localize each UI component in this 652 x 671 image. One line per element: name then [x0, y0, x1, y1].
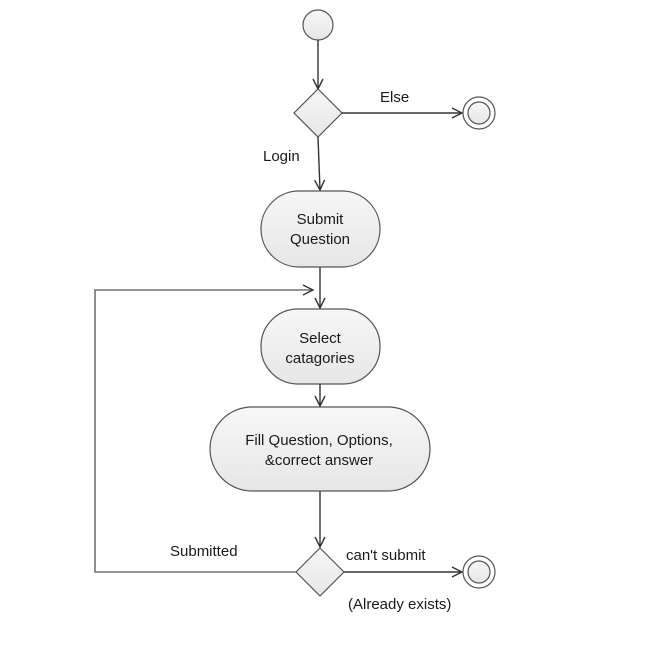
label-already-exists: (Already exists): [348, 596, 451, 613]
decision-node-login: [293, 88, 343, 138]
initial-node: [302, 9, 334, 41]
final-node-cant-submit: [462, 555, 496, 589]
action-select-categories: Select catagories: [260, 308, 381, 385]
action-submit-question: Submit Question: [260, 190, 381, 268]
label-submitted: Submitted: [170, 543, 238, 560]
edge-submitted-loop: [94, 290, 313, 573]
fill-question-line1: Fill Question, Options,: [245, 432, 393, 449]
action-fill-question: Fill Question, Options, &correct answer: [209, 406, 431, 492]
label-cant-submit: can't submit: [346, 547, 426, 564]
label-login: Login: [263, 148, 300, 165]
submit-question-line1: Submit: [297, 211, 345, 228]
select-categories-line2: catagories: [285, 350, 354, 367]
submit-question-line2: Question: [290, 231, 350, 248]
select-categories-line1: Select: [299, 330, 342, 347]
fill-question-line2: &correct answer: [265, 452, 373, 469]
decision-node-submit: [295, 547, 345, 597]
final-node-else: [462, 96, 496, 130]
edge-login-to-submit: [318, 136, 320, 190]
label-else: Else: [380, 89, 409, 106]
